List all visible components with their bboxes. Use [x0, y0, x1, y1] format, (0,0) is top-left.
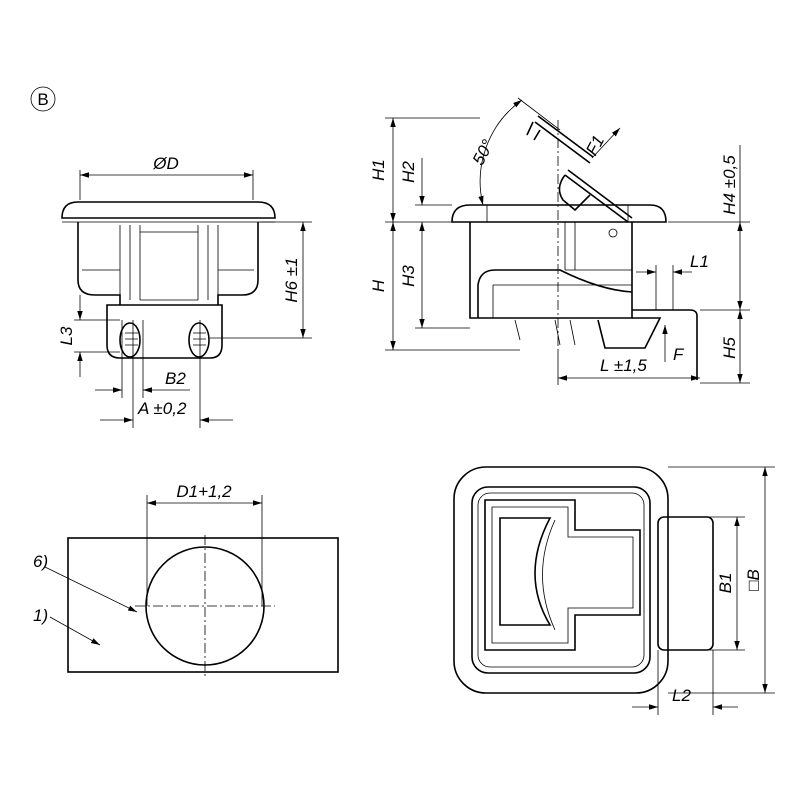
- cutout-view: D1+1,2 6) 1): [33, 482, 339, 676]
- front-view: ØD H6 ±1 L3 B2 A ±0,2: [57, 154, 312, 428]
- d1-label: D1+1,2: [176, 482, 232, 501]
- side-view: H1 H2 H H3 50° F1 H4 ±0,5 H5 L1 F L ±1,5: [369, 97, 750, 385]
- diameter-label: ØD: [152, 154, 179, 173]
- h6-label: H6 ±1: [282, 257, 301, 302]
- b2-label: B2: [165, 369, 186, 388]
- h-label: H: [369, 279, 388, 292]
- b-label: □B: [744, 569, 763, 591]
- l1-label: L1: [690, 252, 709, 271]
- l2-label: L2: [672, 686, 691, 705]
- view-marker-b: B: [30, 86, 56, 112]
- h4-label: H4 ±0,5: [720, 155, 739, 215]
- item-1-label: 1): [33, 606, 48, 625]
- h3-label: H3: [399, 265, 418, 287]
- b1-label: B1: [716, 573, 735, 594]
- f-label: F: [673, 345, 685, 364]
- f1-label: F1: [582, 132, 608, 158]
- h5-label: H5: [720, 337, 739, 359]
- h1-label: H1: [369, 159, 388, 181]
- h2-label: H2: [399, 161, 418, 183]
- angle-label: 50°: [469, 136, 498, 168]
- top-view: B1 □B L2: [453, 466, 775, 715]
- l-label: L ±1,5: [600, 356, 647, 375]
- l3-label: L3: [57, 326, 76, 345]
- a-label: A ±0,2: [137, 399, 187, 418]
- item-6-label: 6): [33, 552, 48, 571]
- view-marker-label: B: [37, 90, 48, 109]
